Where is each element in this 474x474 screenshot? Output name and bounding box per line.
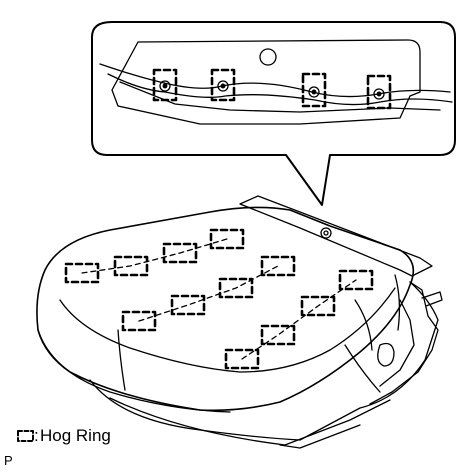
hog-ring-line-row1 [81,238,228,274]
hog-ring-r1-4 [209,228,245,250]
detail-wire-upper [99,63,451,98]
cushion-underside [89,281,439,441]
cushion-top-outline [36,206,415,412]
cover-fold-2 [394,274,401,331]
hog-ring-r3-3 [300,295,336,317]
legend-hog-ring-symbol [17,430,34,442]
detail-hog-ring-3 [301,72,327,108]
cover-fold-1 [354,299,373,351]
side-frame-inner [379,299,415,387]
legend-label: Hog Ring [40,426,111,445]
hog-ring-r3-2 [260,324,296,346]
side-frame [369,281,439,405]
side-lever [421,291,443,307]
hog-ring-r1-1 [64,262,100,284]
detail-hog-ring-1 [152,68,178,102]
hog-ring-r1-2 [113,255,149,277]
cushion-seam-right [344,344,381,393]
detail-hog-ring-4 [366,74,392,110]
cushion-base-bottom [279,424,361,449]
cushion-front-roll [37,329,231,413]
legend-separator: : [34,426,39,445]
rear-frame-bar [239,195,433,277]
side-bracket [377,342,395,367]
callout-frame [91,21,456,206]
rear-frame-hole-inner [323,230,329,236]
hog-ring-r2-3 [218,277,254,299]
detail-callout [91,21,456,206]
cushion-base-lower [109,397,391,446]
hog-ring-r2-2 [170,294,206,316]
detail-frame-panel [111,39,421,125]
illustration-code: P [4,453,13,468]
seat-cushion [36,195,443,449]
detail-frame-hole [259,48,277,66]
hog-ring-r3-1 [224,348,260,370]
hog-ring-line-row2 [138,265,279,322]
hog-ring-r2-1 [121,310,157,332]
cushion-seam-front [59,287,396,373]
hog-ring-r2-4 [260,255,296,277]
hog-ring-r1-3 [162,242,198,264]
cushion-seam-left [117,329,126,391]
detail-hog-ring-2 [210,68,236,102]
hog-ring-r3-4 [338,269,374,291]
rear-frame-hole [320,227,332,239]
hog-ring-line-row3 [241,279,357,360]
detail-wire-lower [107,73,453,106]
